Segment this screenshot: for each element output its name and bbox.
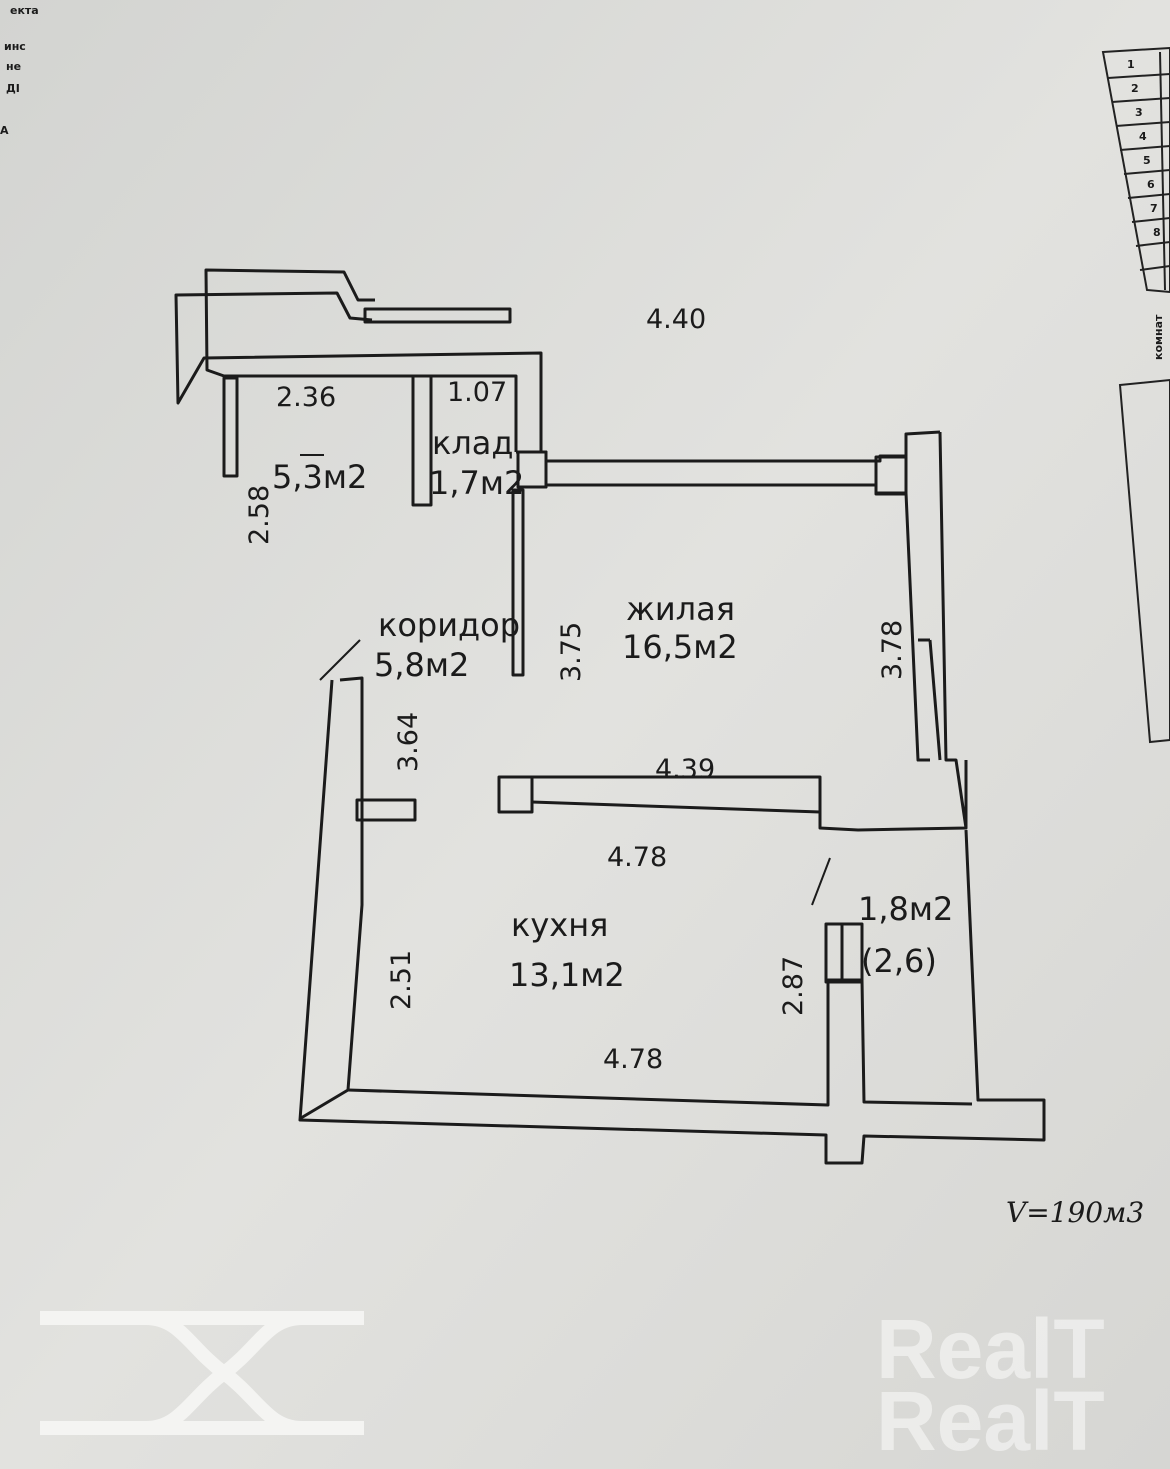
room-area-corridor: 5,8м2 — [374, 646, 469, 684]
window-right-line — [928, 639, 942, 761]
corridor-door-swing — [319, 639, 361, 681]
room-area-storage: 1,7м2 — [429, 464, 524, 502]
edge-text: А — [0, 124, 9, 137]
table-number: 1 — [1127, 58, 1135, 71]
room-labels: 5,3м2 клад 1,7м2 жилая 16,5м2 коридор 5,… — [272, 424, 953, 994]
edge-text: инс — [4, 40, 26, 53]
storage-shelf — [363, 307, 512, 324]
room-area-living: 16,5м2 — [622, 628, 738, 666]
storage-partition — [411, 374, 433, 507]
realt-watermark: RealT RealT — [876, 1302, 1105, 1468]
room-area-kitchen: 13,1м2 — [509, 956, 625, 994]
top-column — [516, 450, 548, 489]
right-block — [818, 760, 968, 832]
corridor-outer-left — [300, 676, 364, 1120]
balcony-door-swing — [811, 857, 831, 906]
walls — [174, 268, 1046, 1165]
table-number: 6 — [1147, 178, 1155, 191]
room-name-storage: клад — [432, 424, 514, 462]
dim-bath-width: 2.36 — [276, 382, 336, 413]
dim-kitchen-right: 2.87 — [778, 956, 809, 1016]
right-table-numbers: 1 2 3 4 5 6 7 8 комнат — [1127, 58, 1165, 360]
dim-storage-width: 1.07 — [447, 377, 507, 408]
realt-logo-icon — [40, 1311, 364, 1435]
dim-corridor-height: 3.64 — [393, 712, 424, 772]
kitchen-inner-bottom — [347, 978, 973, 1107]
living-left-partition — [511, 488, 525, 677]
living-right-outer — [938, 431, 968, 829]
kitchen-outer — [298, 679, 1046, 1165]
dim-living-bottom: 4.39 — [655, 754, 715, 785]
watermark-line-1: RealT — [876, 1302, 1105, 1396]
room-name-corridor: коридор — [378, 606, 520, 644]
table-number: 7 — [1150, 202, 1158, 215]
dim-kitchen-left: 2.51 — [386, 950, 417, 1010]
room-name-living: жилая — [626, 590, 735, 628]
living-right-inner — [904, 492, 930, 762]
right-sidebar-label: комнат — [1152, 314, 1165, 360]
dim-living-right: 3.78 — [877, 620, 908, 680]
volume-note: V=190м3 — [1006, 1196, 1144, 1229]
room-name-balcony: 1,8м2 — [858, 890, 953, 928]
dim-kitchen-top: 4.78 — [607, 842, 667, 873]
room-area-bathroom: 5,3м2 — [272, 458, 367, 496]
bath-fixture — [222, 376, 239, 478]
top-right-column — [874, 455, 908, 496]
table-number: 8 — [1153, 226, 1161, 239]
bath-inner-wall — [204, 268, 518, 452]
top-left-edge-text: екта инс не ДІ А — [0, 4, 39, 137]
kitchen-partition — [531, 775, 822, 814]
edge-text: екта — [10, 4, 39, 17]
dim-kitchen-bottom: 4.78 — [603, 1044, 663, 1075]
balcony-door-frame — [824, 922, 864, 984]
table-number: 3 — [1135, 106, 1143, 119]
watermark-line-2: RealT — [876, 1374, 1105, 1468]
kitchen-shelf — [355, 798, 417, 822]
room-name-kitchen: кухня — [511, 906, 608, 944]
room-area-balcony: (2,6) — [861, 942, 937, 980]
table-number: 2 — [1131, 82, 1139, 95]
dim-living-left: 3.75 — [556, 622, 587, 682]
table-number: 4 — [1139, 130, 1147, 143]
kitchen-partition-column — [497, 775, 534, 814]
right-edge-table — [1101, 46, 1170, 744]
dim-living-top: 4.40 — [646, 304, 706, 335]
dim-bath-height: 2.58 — [244, 485, 275, 545]
bath-outer-wall — [174, 291, 543, 454]
dimension-labels: 2.36 1.07 2.58 4.40 3.75 3.78 4.39 3.64 … — [244, 304, 908, 1075]
edge-text: не — [6, 60, 21, 73]
edge-text: ДІ — [6, 82, 20, 95]
table-number: 5 — [1143, 154, 1151, 167]
